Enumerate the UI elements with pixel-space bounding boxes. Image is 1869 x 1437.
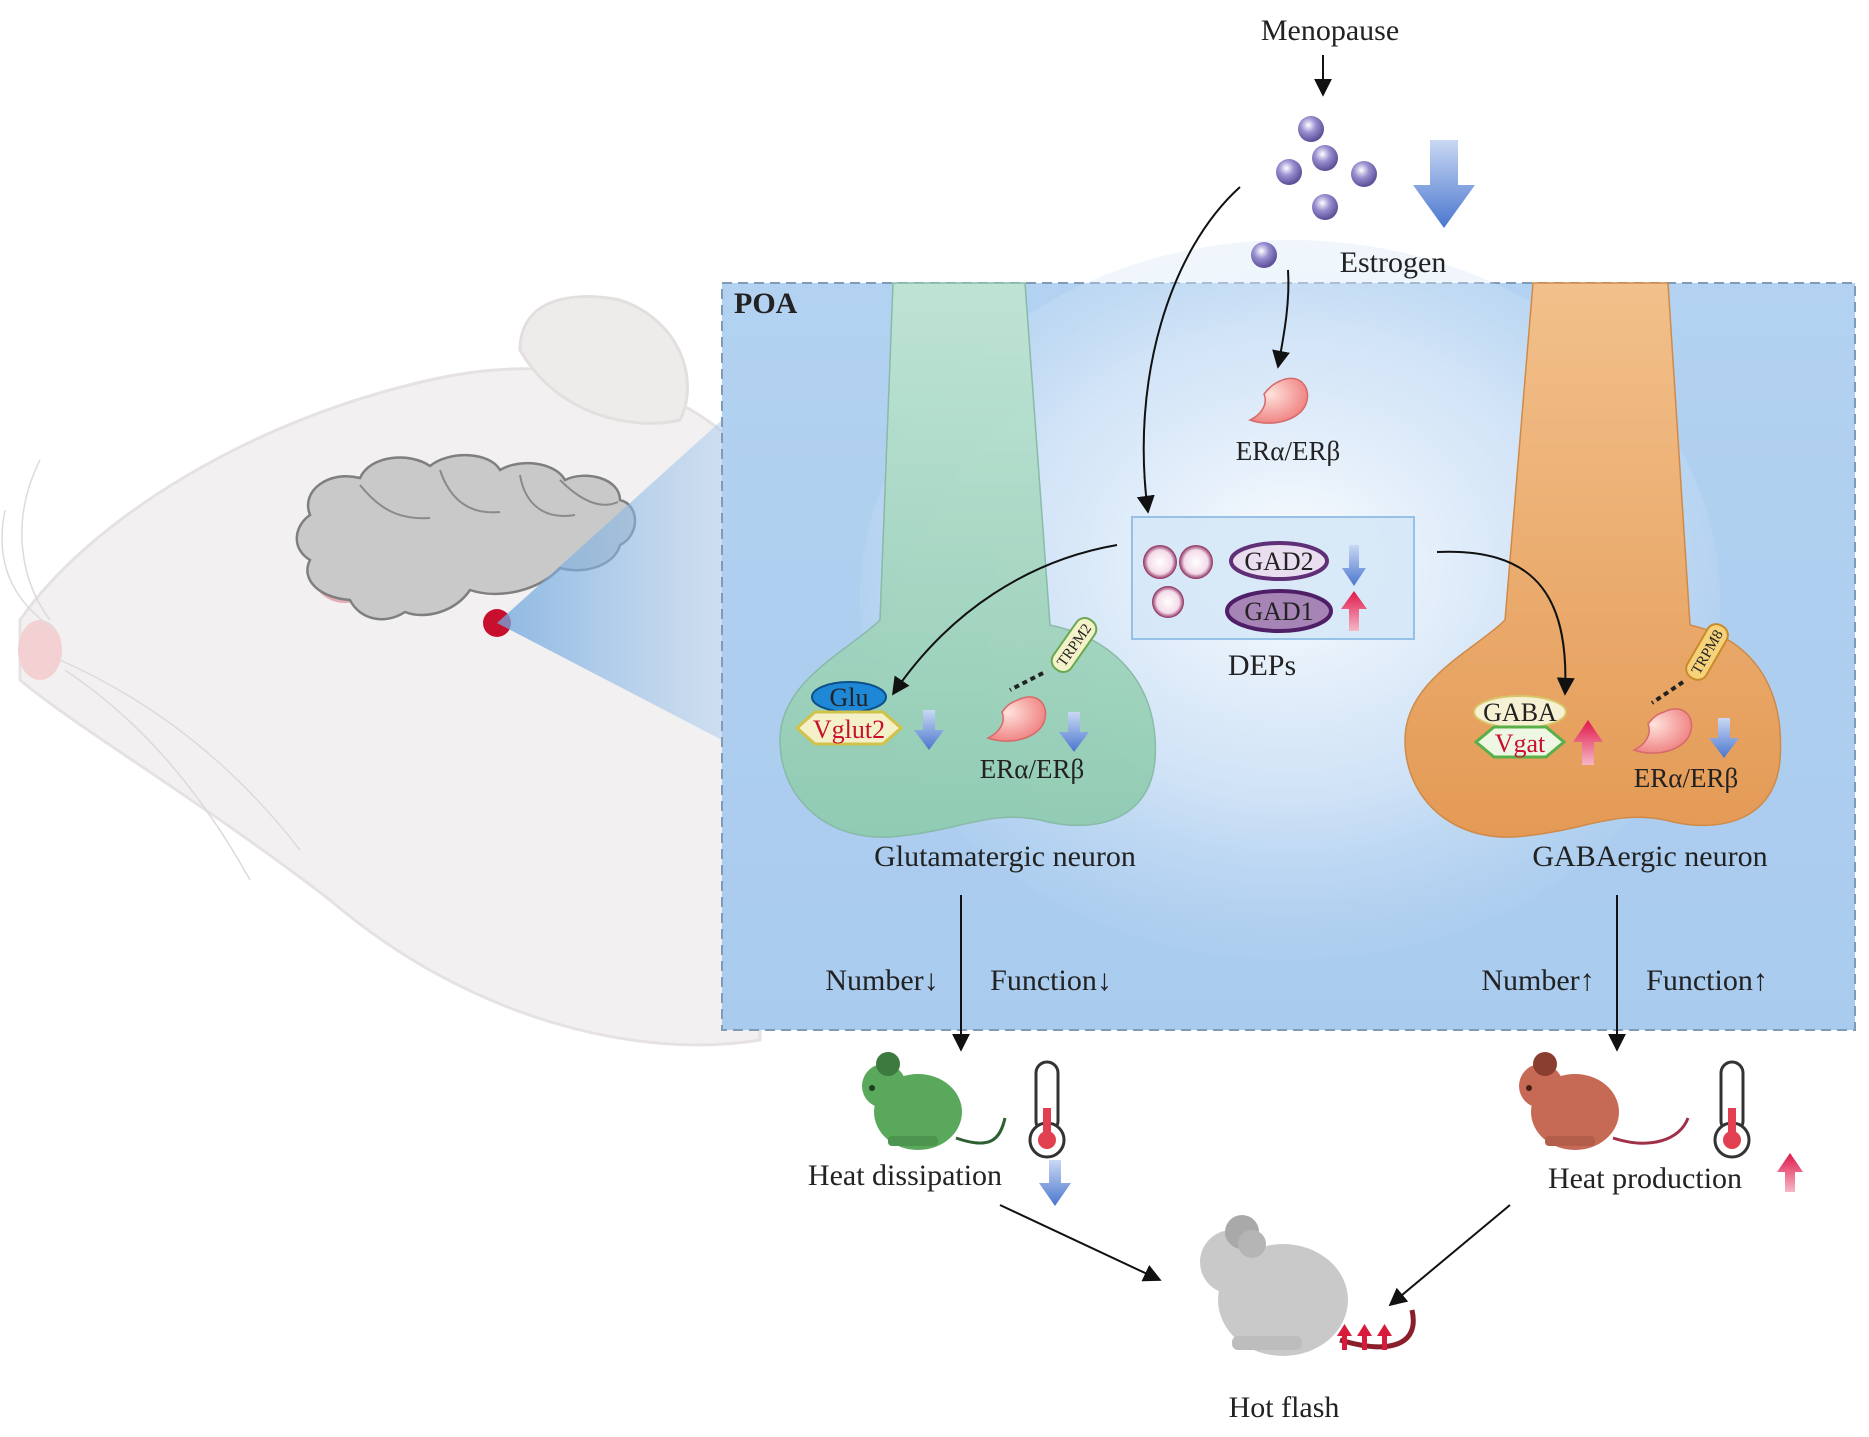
hot-flash-label: Hot flash: [1229, 1391, 1340, 1424]
estrogen-particle-icon: [1251, 242, 1277, 268]
deps-box: GAD2 GAD1: [1131, 516, 1415, 640]
vesicle-icon: [1179, 545, 1213, 579]
receptor-icon: [986, 696, 1047, 742]
er-right-label: ERα/ERβ: [1634, 763, 1738, 793]
gabaergic-markers: GABA Vgat TRPM8 ERα/ERβ: [1473, 623, 1739, 793]
red-mouse-icon: [1519, 1052, 1690, 1150]
estrogen-to-deps-arrow: [1136, 186, 1241, 514]
glutamatergic-markers: Glu Vglut2 TRPM2 ERα/ERβ: [794, 617, 1098, 784]
estrogen-particle-icon: [1312, 145, 1338, 171]
estrogen-particles: [1251, 116, 1377, 268]
function-down-label: Function↓: [990, 964, 1112, 997]
trpm2-link: [1009, 671, 1044, 692]
estrogen-label: Estrogen: [1340, 246, 1447, 279]
gad1-pill: [1225, 589, 1333, 633]
menopause-label: Menopause: [1261, 14, 1399, 47]
deps-label: DEPs: [1228, 649, 1296, 682]
glu-label: Glu: [830, 683, 869, 712]
deps-to-gabaergic-arrow: [1436, 550, 1575, 696]
glutamatergic-neuron-label: Glutamatergic neuron: [874, 840, 1136, 873]
grey-mouse-icon: [1200, 1215, 1416, 1356]
gad1-label: GAD1: [1244, 597, 1313, 626]
hot-flash-increase-arrows: [1337, 1324, 1392, 1350]
number-down-label: Number↓: [825, 964, 938, 997]
gad2-decrease-arrow-icon: [1342, 545, 1366, 586]
vglut2-hexagon: [794, 710, 904, 746]
brain-illustration: [295, 454, 637, 637]
trpm8-link: [1650, 680, 1685, 705]
green-mouse-icon: [862, 1052, 1007, 1150]
estrogen-particle-icon: [1276, 159, 1302, 185]
vgat-label: Vgat: [1495, 729, 1546, 758]
heat-dissipation-decrease-arrow-icon: [1039, 1160, 1071, 1206]
vgat-hexagon: [1473, 725, 1567, 759]
up-arrow-icon: [1337, 1324, 1352, 1350]
er-left-decrease-arrow-icon: [1059, 712, 1089, 752]
vesicle-icon: [1143, 545, 1177, 579]
gad2-label: GAD2: [1244, 547, 1313, 576]
gaba-label: GABA: [1483, 698, 1557, 727]
gaba-increase-arrow-icon: [1573, 720, 1603, 765]
gad2-pill: [1229, 541, 1329, 581]
receptor-icon: [1632, 708, 1693, 754]
up-arrow-icon: [1377, 1324, 1392, 1350]
heat-dissipation-label: Heat dissipation: [808, 1159, 1002, 1192]
up-arrow-icon: [1357, 1324, 1372, 1350]
estrogen-to-receptor-arrow: [1272, 269, 1290, 369]
estrogen-particle-icon: [1298, 116, 1324, 142]
vglut2-label: Vglut2: [813, 715, 885, 744]
magnification-cone: [497, 420, 722, 740]
er-right-decrease-arrow-icon: [1709, 718, 1739, 758]
poa-label: POA: [734, 287, 798, 320]
er-top-label: ERα/ERβ: [1236, 436, 1340, 466]
heat-production-increase-arrow-icon: [1777, 1153, 1803, 1192]
er-left-label: ERα/ERβ: [980, 754, 1084, 784]
estrogen-particle-icon: [1351, 161, 1377, 187]
receptor-icon: [1248, 377, 1309, 424]
estrogen-decrease-arrow-icon: [1413, 140, 1475, 228]
function-up-label: Function↑: [1646, 964, 1768, 997]
heat-production-label: Heat production: [1548, 1162, 1742, 1195]
vglut2-decrease-arrow-icon: [914, 710, 944, 750]
gad1-increase-arrow-icon: [1341, 591, 1367, 631]
thermometer-icon: [1713, 1060, 1751, 1159]
thermometer-icon: [1028, 1060, 1066, 1159]
vesicle-icon: [1152, 586, 1184, 618]
dissipation-to-hot-flash-arrow: [999, 1204, 1162, 1282]
deps-to-glutamatergic-arrow: [891, 544, 1118, 696]
estrogen-particle-icon: [1312, 194, 1338, 220]
production-to-hot-flash-arrow: [1388, 1204, 1511, 1307]
number-up-label: Number↑: [1481, 964, 1594, 997]
gabaergic-neuron-label: GABAergic neuron: [1532, 840, 1767, 873]
